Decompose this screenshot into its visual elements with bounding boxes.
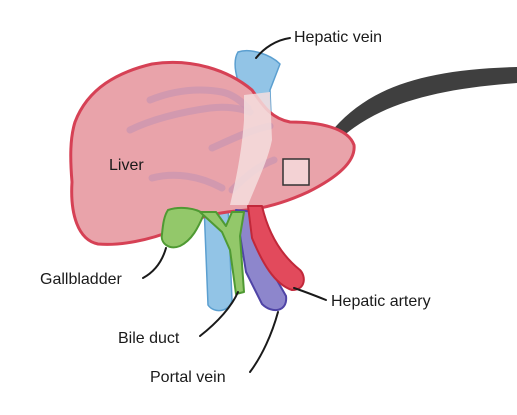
hepatic-artery-shape [247,205,305,291]
label-liver: Liver [109,157,144,174]
hepatic-vein-overlay [230,92,272,205]
liver-shape [69,60,356,246]
leader-line-bile-duct [199,291,239,337]
leader-line-gallbladder [142,247,167,279]
zoom-pointer [316,67,517,158]
gallbladder-shape [160,206,205,249]
leader-line-hepatic-artery [293,287,327,301]
label-bile-duct: Bile duct [118,330,180,347]
liver-vessel [146,86,252,112]
label-hepatic-vein: Hepatic vein [294,29,383,46]
label-portal-vein: Portal vein [150,369,226,386]
label-hepatic-artery: Hepatic artery [331,293,431,310]
liver-vessel [148,171,226,192]
liver-vessel [126,103,254,134]
bile-duct-shape [199,211,245,295]
label-gallbladder: Gallbladder [40,271,122,288]
leader-line-hepatic-vein [255,37,291,59]
zoom-square [282,158,310,186]
leader-line-portal-vein [249,311,279,373]
